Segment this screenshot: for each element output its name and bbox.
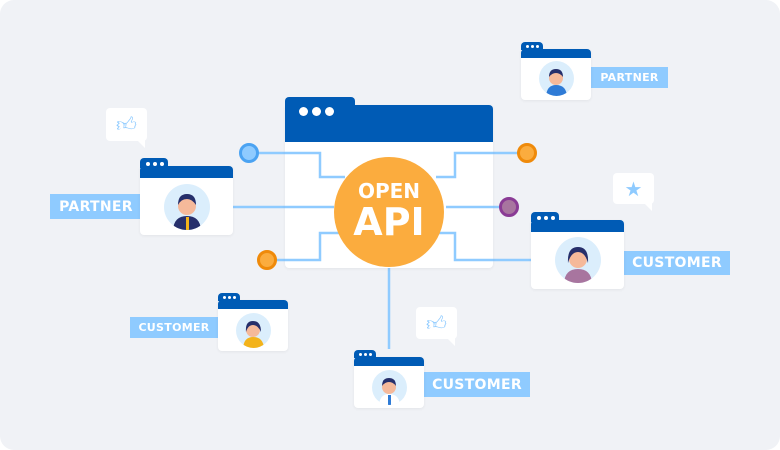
api-line2: API [353, 200, 425, 244]
customer-label: CUSTOMER [424, 372, 530, 397]
avatar [539, 61, 574, 96]
avatar [164, 184, 210, 230]
open-api-badge: OPEN API [334, 157, 444, 267]
customer-window[interactable] [354, 350, 424, 408]
api-line1: OPEN [357, 179, 421, 203]
thumbs-up-icon: 👍︎ [426, 310, 447, 335]
avatar [236, 313, 271, 348]
thumbs-up-icon: 👍︎ [116, 112, 137, 136]
customer-label: CUSTOMER [130, 317, 218, 338]
feedback-bubble: ★ [613, 173, 654, 211]
connector-node-purple [499, 197, 519, 217]
customer-label: CUSTOMER [624, 251, 730, 275]
connector-node-orange [257, 250, 277, 270]
connector-node-blue [239, 143, 259, 163]
customer-window[interactable] [531, 212, 624, 289]
partner-window[interactable] [140, 158, 233, 235]
partner-label: PARTNER [591, 67, 668, 88]
feedback-bubble: 👍︎ [416, 307, 457, 346]
avatar [372, 370, 407, 405]
feedback-bubble: 👍︎ [106, 108, 147, 148]
partner-label: PARTNER [50, 194, 142, 219]
customer-window[interactable] [218, 293, 288, 351]
star-icon: ★ [624, 176, 643, 201]
partner-window[interactable] [521, 42, 591, 100]
connector-node-orange [517, 143, 537, 163]
avatar [555, 237, 601, 283]
